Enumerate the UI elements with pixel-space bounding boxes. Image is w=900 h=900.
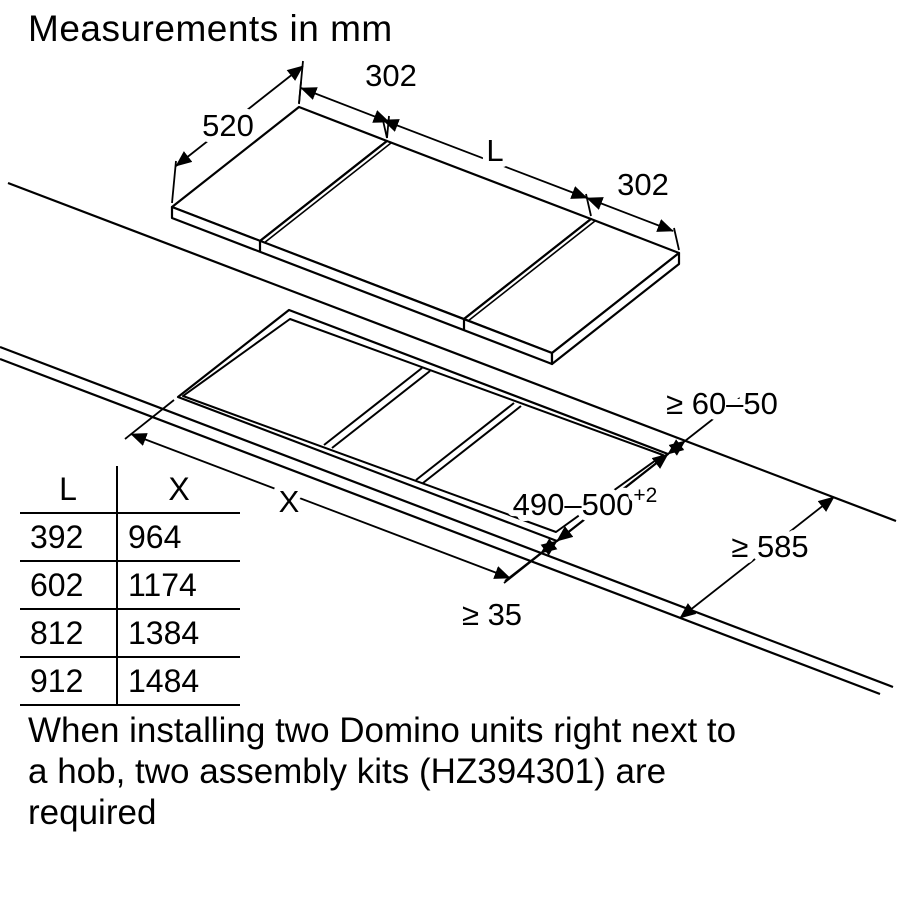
dim-line-front-clearance (540, 538, 558, 556)
witness-line (124, 399, 175, 440)
dim-line-302-left (300, 87, 390, 123)
table-row: 602 1174 (20, 561, 240, 610)
witness-line (386, 115, 390, 139)
table-row: 812 1384 (20, 609, 240, 658)
table-header-row: L X (20, 466, 240, 514)
installation-note: When installing two Domino units right n… (28, 710, 736, 833)
spec-table: L X 392 964 602 1174 812 1384 912 1484 (20, 466, 240, 706)
table-cell-x: 964 (117, 513, 240, 562)
column-header-x: X (117, 466, 240, 514)
table-cell-l: 392 (20, 513, 118, 562)
witness-line (171, 160, 177, 204)
note-line: a hob, two assembly kits (HZ394301) are (28, 752, 667, 791)
hob-assembly (170, 105, 681, 366)
extension-line (684, 393, 746, 442)
table-row: 392 964 (20, 513, 240, 562)
table-cell-l: 912 (20, 657, 118, 706)
dim-label-302-right: 302 (617, 167, 669, 202)
assembly-right-face (550, 251, 681, 366)
dim-line-rear-clearance (667, 439, 686, 456)
table-cell-l: 812 (20, 609, 118, 658)
note-line: When installing two Domino units right n… (28, 711, 737, 750)
dim-line-302-right (586, 197, 674, 232)
extension-line (504, 552, 542, 582)
table-cell-x: 1484 (117, 657, 240, 706)
dim-line-X (130, 433, 511, 579)
dim-line-worktop-depth (679, 496, 835, 619)
table-row: 912 1484 (20, 657, 240, 706)
column-header-l: L (20, 466, 118, 514)
dim-line-cutout-depth (556, 453, 669, 542)
dim-label-520: 520 (202, 108, 254, 143)
dim-line-L (382, 119, 588, 199)
panel-seam (263, 142, 392, 244)
panel-seam (467, 220, 596, 322)
dim-line-520 (175, 65, 304, 167)
dim-label-worktop-depth: ≥ 585 (731, 529, 808, 564)
table-cell-x: 1384 (117, 609, 240, 658)
witness-line (298, 81, 302, 105)
dimension-lines (124, 60, 835, 619)
witness-line (673, 227, 680, 251)
dim-label-X: X (279, 484, 300, 519)
note-line: required (28, 793, 157, 832)
dim-label-rear-clearance: ≥ 60–50 (666, 386, 778, 421)
table-cell-x: 1174 (117, 561, 240, 610)
dim-label-302-left: 302 (365, 58, 417, 93)
dimension-labels: 520 302 L 302 ≥ 60–50 490–500+2 ≥ 585 ≥ … (196, 52, 815, 638)
worktop-back-edge (7, 181, 897, 523)
dim-label-cutout-depth: 490–500+2 (513, 484, 658, 522)
dim-label-front-clearance: ≥ 35 (462, 597, 522, 632)
cutout-divider (323, 367, 423, 446)
page-title: Measurements in mm (28, 8, 393, 49)
dim-label-L: L (486, 133, 503, 168)
table-cell-l: 602 (20, 561, 118, 610)
